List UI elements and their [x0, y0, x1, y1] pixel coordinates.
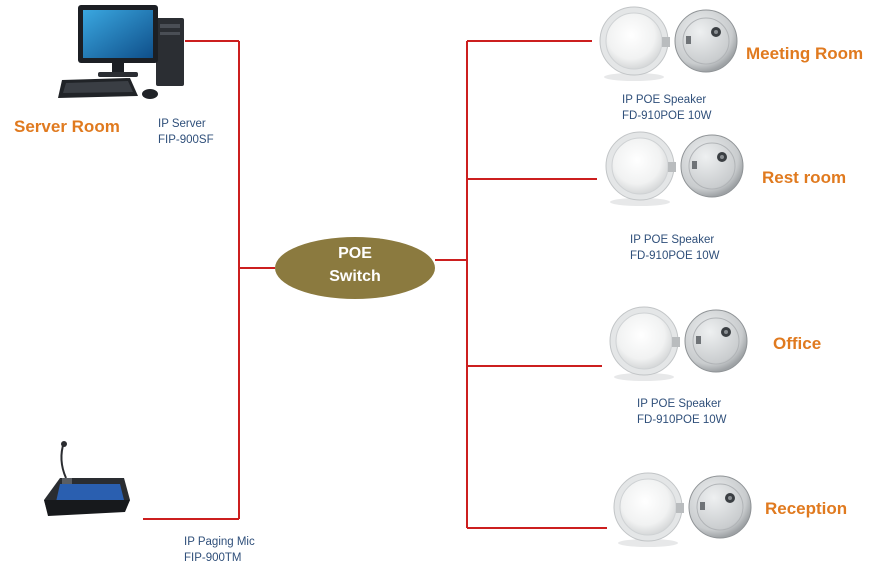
speaker-model: FD-910POE 10W	[637, 414, 727, 426]
office-label: Office	[773, 334, 822, 353]
speaker-device: IP POE Speaker	[622, 94, 707, 106]
poe-switch-node	[275, 237, 435, 299]
speaker-model-label: IP POE Speaker FD-910POE 10W	[622, 92, 711, 124]
ceiling-speaker-icon	[613, 472, 752, 548]
wiring	[143, 40, 607, 529]
speaker-model: FD-910POE 10W	[630, 250, 720, 262]
speaker-device: IP POE Speaker	[630, 234, 715, 246]
speaker-model-label: IP POE Speaker FD-910POE 10W	[637, 396, 726, 428]
speaker-device: IP POE Speaker	[637, 398, 722, 410]
mic-model: FIP-900TM	[184, 552, 242, 564]
speaker-model-label: IP POE Speaker FD-910POE 10W	[630, 232, 719, 264]
meeting-room-label: Meeting Room	[746, 44, 864, 63]
ceiling-speaker-icon	[599, 6, 738, 82]
switch-line1: POE	[338, 245, 372, 262]
desktop-computer-icon	[58, 5, 184, 99]
switch-line2: Switch	[329, 268, 381, 285]
rest-room-label: Rest room	[762, 168, 847, 187]
server-room-label: Server Room	[14, 117, 120, 136]
server-model: FIP-900SF	[158, 134, 214, 146]
mic-device: IP Paging Mic	[184, 536, 255, 548]
ceiling-speaker-icon	[609, 306, 748, 382]
mic-model-label: IP Paging Mic FIP-900TM	[184, 534, 255, 566]
poe-switch-label: POE Switch	[272, 242, 438, 288]
reception-label: Reception	[765, 499, 848, 518]
speaker-model: FD-910POE 10W	[622, 110, 712, 122]
server-model-label: IP Server FIP-900SF	[158, 116, 214, 148]
server-device: IP Server	[158, 118, 206, 130]
paging-microphone-icon	[44, 441, 130, 516]
ceiling-speaker-icon	[605, 131, 744, 207]
